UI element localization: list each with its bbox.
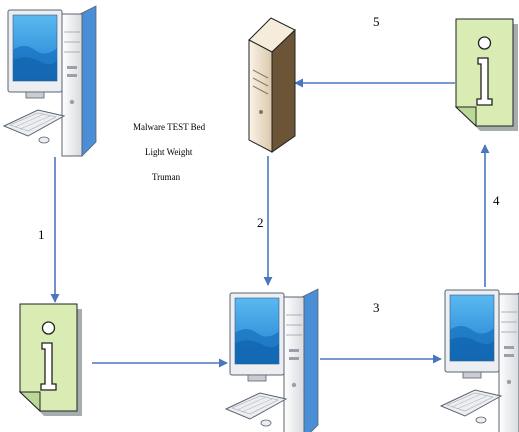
caption-line-2: Light Weight bbox=[145, 147, 193, 157]
computer-icon bbox=[3, 5, 97, 157]
info-document-icon bbox=[455, 18, 519, 132]
info-document-icon bbox=[19, 303, 83, 417]
step-label-2: 2 bbox=[257, 215, 264, 230]
computer-icon bbox=[225, 288, 319, 432]
caption-line-3: Truman bbox=[152, 172, 181, 182]
connectors bbox=[50, 78, 490, 368]
caption-line-1: Malware TEST Bed bbox=[133, 122, 206, 132]
step-label-3: 3 bbox=[373, 300, 380, 315]
server-icon bbox=[248, 17, 296, 153]
step-label-1: 1 bbox=[38, 227, 45, 242]
step-label-4: 4 bbox=[493, 193, 500, 208]
step-label-5: 5 bbox=[373, 14, 380, 29]
computer-icon bbox=[440, 285, 519, 432]
